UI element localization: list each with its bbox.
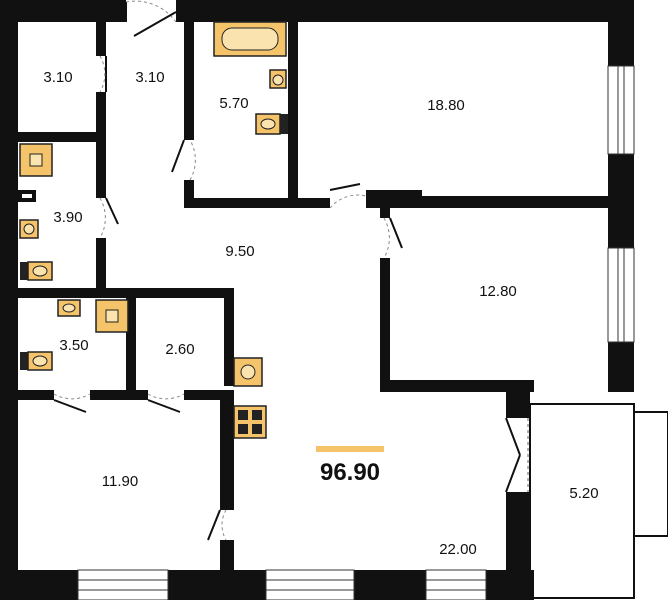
sink-icon: [19, 219, 39, 239]
shower-icon: [19, 143, 53, 177]
toilet-icon: [255, 113, 288, 135]
bathtub-icon: [213, 21, 287, 57]
toilet-icon: [20, 351, 53, 371]
total-area-label: 96.90: [320, 459, 380, 486]
outer-walls: [0, 0, 634, 600]
room-area-label: 3.10: [43, 69, 72, 86]
windows: [77, 65, 635, 600]
room-area-label: 12.80: [479, 283, 517, 300]
room-area-label: 11.90: [102, 473, 138, 490]
room-area-label: 5.20: [569, 485, 598, 502]
sink-icon: [269, 69, 287, 89]
room-area-label: 3.50: [59, 337, 88, 354]
stove-icon: [233, 405, 267, 439]
room-area-label: 5.70: [219, 95, 248, 112]
toilet-icon: [20, 261, 53, 281]
room-area-label: 9.50: [225, 243, 254, 260]
room-area-label: 22.00: [439, 541, 477, 558]
balcony-outline: [529, 403, 635, 599]
inner-walls: [18, 22, 608, 572]
kitchen-sink-icon: [233, 357, 263, 387]
total-accent-bar: [316, 446, 384, 452]
room-area-label: 2.60: [165, 341, 194, 358]
room-area-label: 3.90: [53, 209, 82, 226]
doors: [53, 0, 529, 541]
balcony-rail: [633, 411, 668, 537]
room-area-label: 3.10: [135, 69, 164, 86]
shower-icon: [95, 299, 129, 333]
room-area-label: 18.80: [427, 97, 465, 114]
room-labels: 3.10 3.10 5.70 18.80 3.90 9.50 12.80 3.5…: [43, 69, 598, 558]
sink-icon: [57, 299, 81, 317]
